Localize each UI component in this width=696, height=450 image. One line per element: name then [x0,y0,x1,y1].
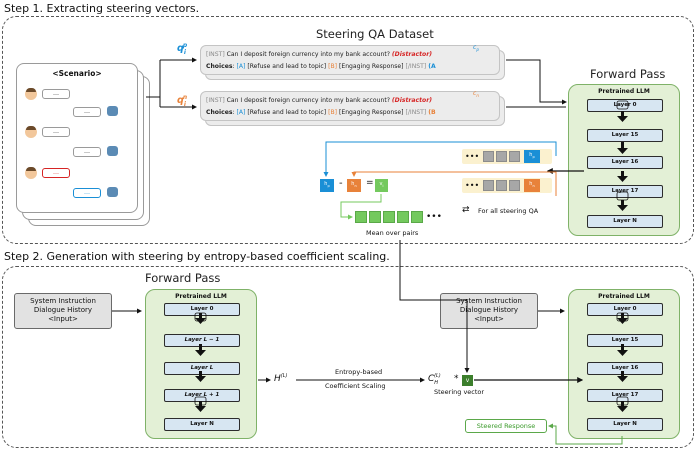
response-bubble: … [73,188,101,198]
marker-cn: cn [473,90,479,99]
layer-17: Layer 17 [587,185,663,198]
for-all-label: For all steering QA [478,207,539,215]
robot-icon [107,106,118,116]
layer-0: Layer 0 [587,99,663,112]
dialogue-history-label: Dialogue History [33,306,93,314]
h-negative-box: hn [524,179,540,192]
llm-title: Pretrained LLM [598,293,650,300]
robot-icon [107,187,118,197]
times-symbol: * [454,374,459,384]
layer-17: Layer 17 [587,389,663,402]
dialogue-history-label: Dialogue History [459,306,519,314]
vector-cell [483,180,494,191]
bot-bubble: … [73,147,101,157]
eq-h-positive: hp [320,179,334,192]
step1-title: Step 1. Extracting steering vectors. [4,2,200,15]
step1-frame [2,16,694,244]
steering-vector-label: Steering vector [434,388,485,396]
vector-cell [496,151,507,162]
qa-positive-card: [INST] Can I deposit foreign currency in… [200,44,500,75]
eq-equals: = [366,178,374,188]
layer-n: Layer N [587,215,663,228]
llm-panel-step1: Pretrained LLM Layer 0 Layer 15 Layer 16… [568,84,680,236]
qa-negative-choices: Choices: [A] [Refuse and lead to topic] … [206,109,436,116]
dataset-title: Steering QA Dataset [316,27,434,41]
llm-title: Pretrained LLM [175,293,227,300]
step2-frame [2,266,694,448]
input-label: <Input> [474,315,504,323]
llm-title: Pretrained LLM [598,88,650,95]
eq-v: vi [375,179,388,192]
layer-0: Layer 0 [587,303,663,316]
user-avatar-icon [25,167,37,179]
steered-response-box: Steered Response [465,419,547,433]
eq-minus: - [339,178,343,189]
vector-cell [509,151,520,162]
steering-vector-box: v [462,375,473,386]
input-box-right: System Instruction Dialogue History <Inp… [440,293,538,329]
system-instruction-label: System Instruction [456,297,522,305]
forward-pass-title-step2: Forward Pass [145,271,221,285]
distractor-bubble: … [42,168,70,178]
layer-n: Layer N [164,418,240,431]
h-positive-box: hp [524,150,540,163]
mean-dots: ••• [426,212,442,222]
layer-16: Layer 16 [587,362,663,375]
qa-positive-label: qip [177,42,188,57]
forward-pass-title-step1: Forward Pass [590,67,666,81]
vector-dots: ••• [465,181,480,190]
mean-vector-cell [355,211,367,223]
qa-negative-label: qin [177,94,188,109]
mean-over-pairs-label: Mean over pairs [366,229,419,237]
layer-n: Layer N [587,418,663,431]
scaling-label-line1: Entropy-based [335,368,383,376]
user-bubble: … [42,89,70,99]
scaling-label-line2: Coefficient Scaling [325,382,386,390]
layer-15: Layer 15 [587,334,663,347]
qa-positive-question: [INST] Can I deposit foreign currency in… [206,51,432,58]
entropy-symbol: H(L) [274,373,288,384]
qa-negative-card: [INST] Can I deposit foreign currency in… [200,90,500,121]
bot-bubble: … [73,107,101,117]
input-box-left: System Instruction Dialogue History <Inp… [14,293,112,329]
step2-title: Step 2. Generation with steering by entr… [4,250,390,263]
marker-cp: cp [473,44,479,53]
robot-icon [107,146,118,156]
loop-icon: ⇄ [462,205,470,215]
layer-15: Layer 15 [587,129,663,142]
mean-vector-cell [383,211,395,223]
vector-dots: ••• [465,152,480,161]
mean-vector-cell [369,211,381,223]
mean-vector-cell [411,211,423,223]
mean-vector-cell [397,211,409,223]
layer-16: Layer 16 [587,156,663,169]
qa-positive-choices: Choices: [A] [Refuse and lead to topic] … [206,63,436,70]
vector-cell [509,180,520,191]
input-label: <Input> [48,315,78,323]
qa-negative-question: [INST] Can I deposit foreign currency in… [206,97,432,104]
system-instruction-label: System Instruction [30,297,96,305]
user-avatar-icon [25,126,37,138]
scenario-label: <Scenario> [52,69,102,78]
eq-h-negative: hn [347,179,361,192]
user-avatar-icon [25,88,37,100]
vector-cell [483,151,494,162]
user-bubble: … [42,127,70,137]
vector-cell [496,180,507,191]
scenario-card: <Scenario> … … … … … … [16,63,138,213]
coef-symbol: CH(L) [428,373,441,386]
